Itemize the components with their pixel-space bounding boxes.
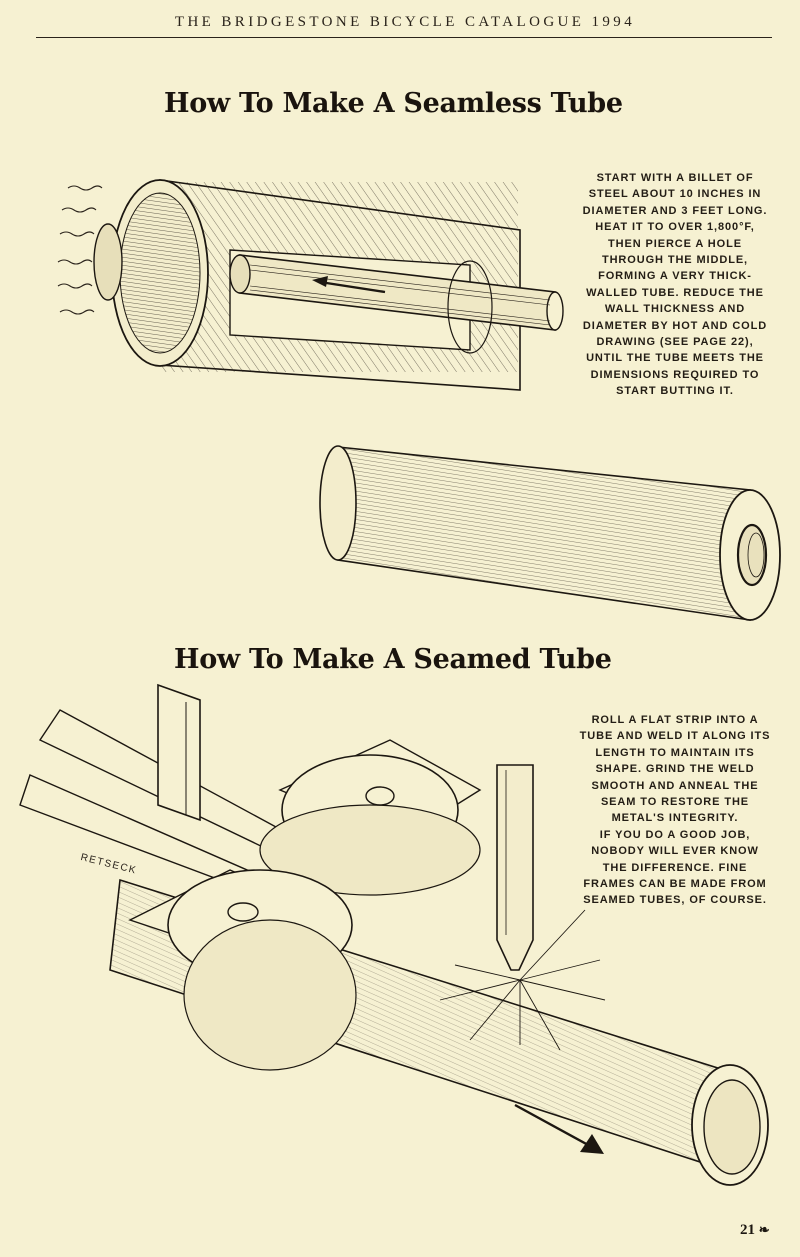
caption-line: metal's integrity. xyxy=(611,812,739,825)
page-number-text: 21 xyxy=(740,1222,755,1238)
caption-line: Start with a billet of xyxy=(596,172,754,184)
caption-line: until the tube meets the xyxy=(586,352,764,365)
header-rule xyxy=(36,37,772,38)
caption-line: then pierce a hole xyxy=(608,237,742,250)
page-number: 21 ❧ xyxy=(740,1222,770,1239)
seamed-tube-illustration xyxy=(19,683,769,1186)
caption-line: smooth and anneal the xyxy=(591,779,759,792)
seamless-tube-title: How To Make A Seamless Tube xyxy=(164,88,623,119)
seamed-tube-caption: Roll a flat strip into a tube and weld i… xyxy=(572,712,778,909)
caption-line: tube and weld it along its xyxy=(579,730,771,743)
caption-line: drawing (see page 22), xyxy=(596,336,754,349)
caption-line: Heat it to over 1,800°F, xyxy=(595,221,755,234)
caption-line: frames can be made from xyxy=(583,878,767,891)
caption-line: the difference. Fine xyxy=(602,861,748,874)
catalogue-header: THE BRIDGESTONE BICYCLE CATALOGUE 1994 xyxy=(174,14,636,30)
caption-line: seam to restore the xyxy=(600,796,750,809)
caption-line: forming a very thick- xyxy=(598,270,752,283)
caption-line: diameter by hot and cold xyxy=(582,319,768,332)
caption-line: Roll a flat strip into a xyxy=(591,714,759,726)
caption-line: wall thickness and xyxy=(604,303,746,316)
caption-line: nobody will ever know xyxy=(591,845,759,858)
caption-line: seamed tubes, of course. xyxy=(583,894,767,907)
fleuron-icon: ❧ xyxy=(758,1222,770,1237)
caption-line: dimensions required to xyxy=(590,368,760,381)
caption-line: If you do a good job, xyxy=(599,828,751,841)
caption-line: steel about 10 inches in xyxy=(588,188,762,201)
caption-line: diameter and 3 feet long. xyxy=(582,204,768,217)
seamless-tube-caption: Start with a billet of steel about 10 in… xyxy=(570,170,780,400)
seamed-tube-title: How To Make A Seamed Tube xyxy=(174,644,612,675)
caption-line: shape. Grind the weld xyxy=(595,763,755,776)
thick-walled-tube-illustration xyxy=(319,445,781,621)
caption-line: walled tube. Reduce the xyxy=(586,286,764,299)
billet-piercing-illustration xyxy=(57,179,564,391)
caption-line: start butting it. xyxy=(616,385,734,398)
caption-line: length to maintain its xyxy=(595,746,755,759)
caption-line: through the middle, xyxy=(601,254,749,267)
